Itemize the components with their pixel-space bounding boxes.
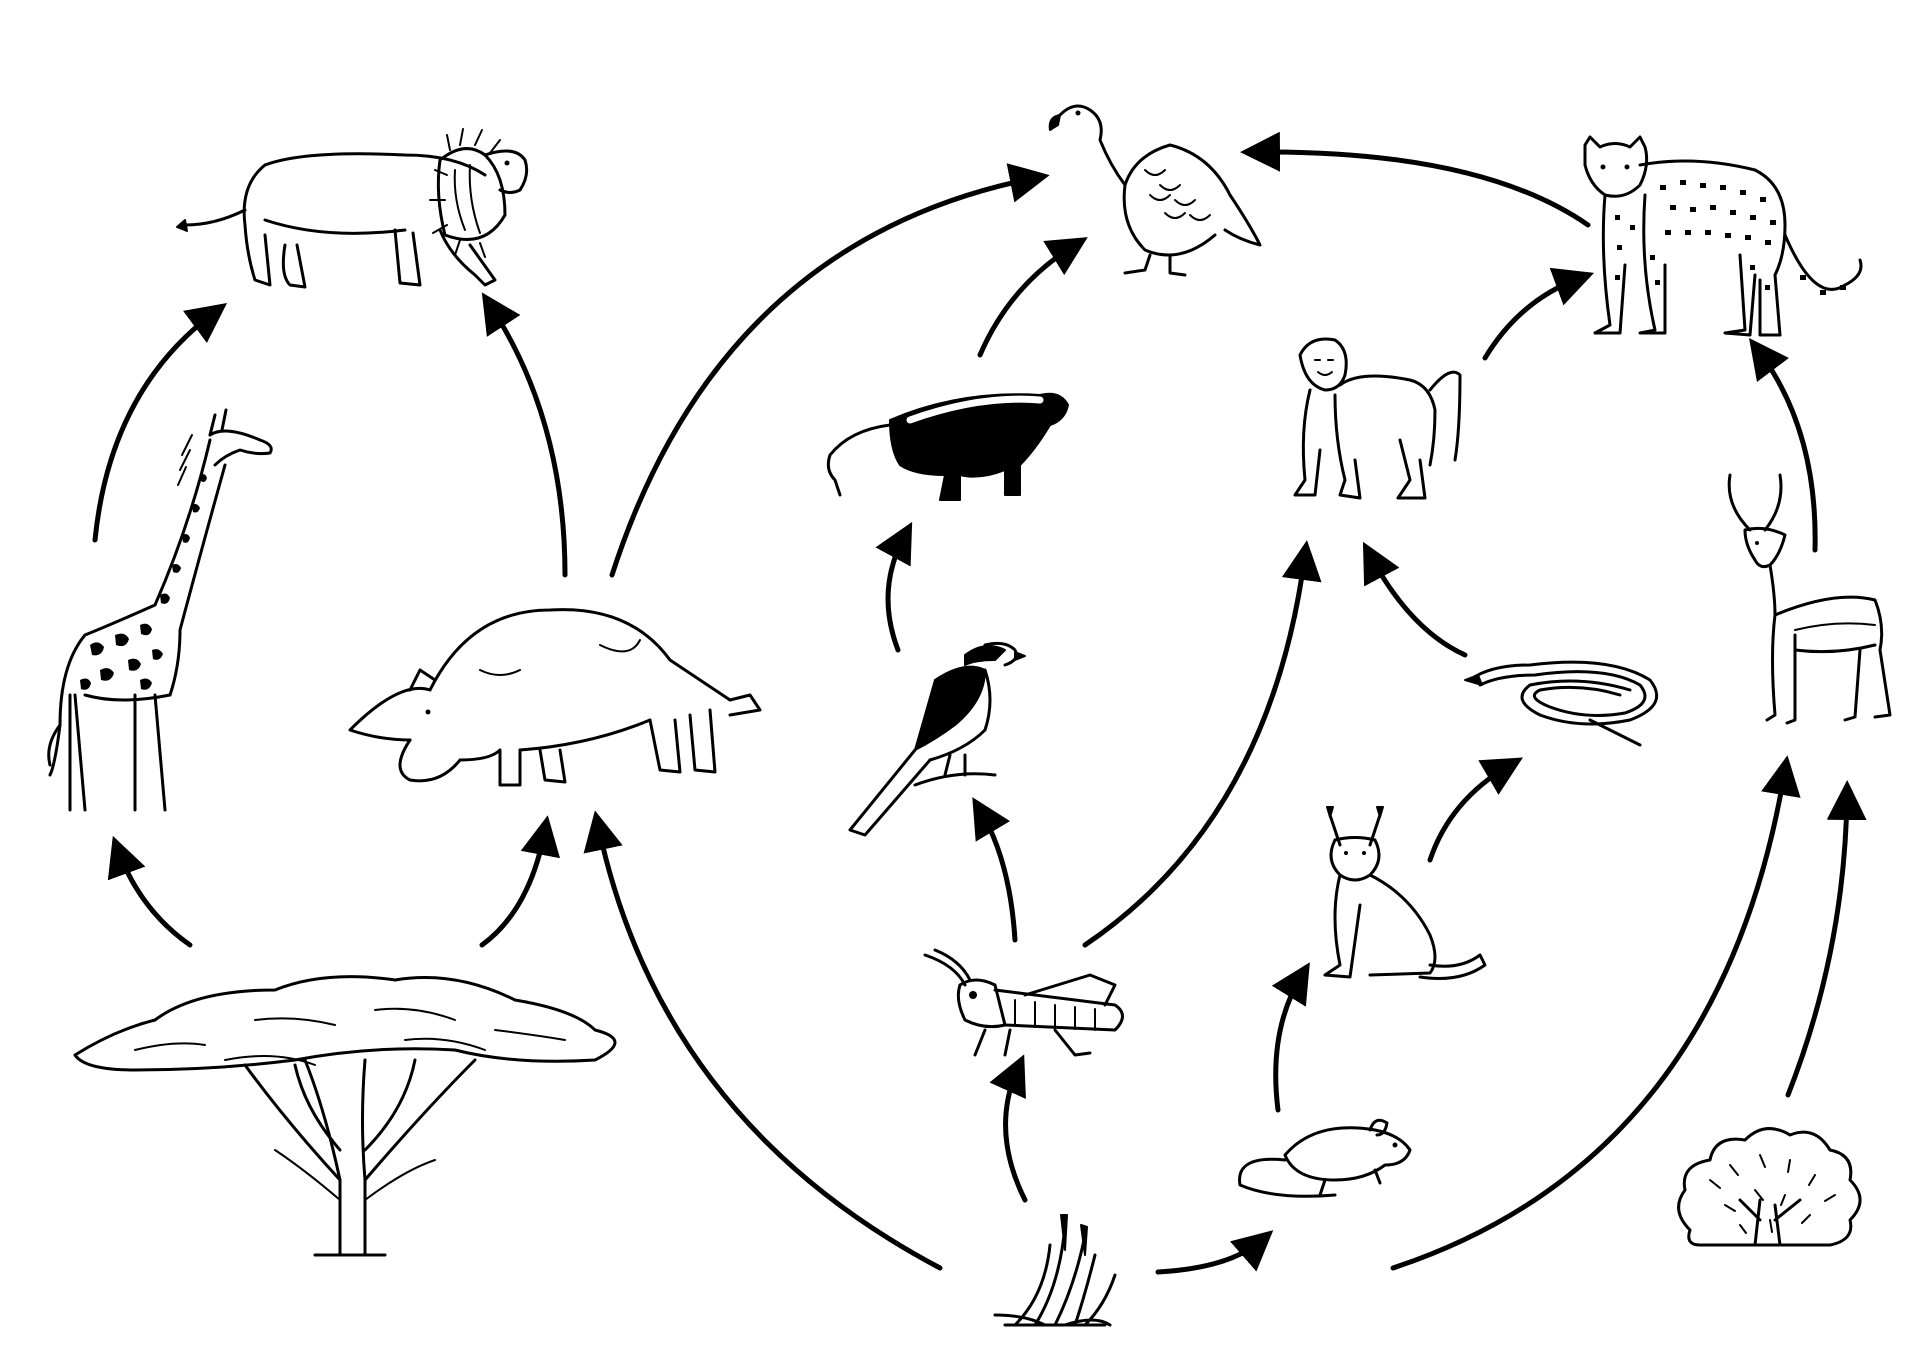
snake-icon — [1464, 660, 1659, 747]
rhinoceros-icon — [348, 608, 762, 787]
arrow-acacia-to-rhinoceros — [479, 815, 561, 948]
arrow-gazelle-to-cheetah — [1749, 337, 1818, 553]
caracal-icon — [1323, 806, 1487, 980]
arrow-rhinoceros-to-lion — [481, 292, 568, 578]
arrow-shrike-to-honey-badger — [875, 521, 913, 653]
grasshopper-icon — [923, 948, 1124, 1057]
arrow-honey-badger-to-vulture — [977, 237, 1088, 358]
arrow-acacia-to-giraffe — [107, 835, 193, 948]
arrows-layer — [92, 131, 1867, 1275]
shrub-icon — [1677, 1127, 1862, 1247]
gazelle-icon — [1727, 473, 1892, 725]
shrike-bird-icon — [848, 641, 1026, 837]
arrow-mouse-to-caracal — [1271, 962, 1310, 1113]
mouse-icon — [1238, 1118, 1412, 1198]
arrow-grass-to-rhinoceros — [583, 810, 943, 1271]
arrow-caracal-to-snake — [1427, 757, 1523, 863]
arrow-snake-to-baboon — [1362, 541, 1468, 658]
grass-icon — [993, 1214, 1117, 1327]
arrow-grass-to-gazelle — [1390, 755, 1801, 1271]
honey-badger-icon — [826, 392, 1069, 501]
giraffe-icon — [47, 408, 273, 812]
vulture-icon — [1048, 104, 1262, 277]
arrow-cheetah-to-vulture — [1240, 131, 1591, 228]
arrow-grass-to-mouse — [1155, 1230, 1274, 1275]
arrow-grasshopper-to-shrike — [972, 797, 1018, 943]
arrow-grass-to-grasshopper — [989, 1054, 1028, 1203]
arrow-grasshopper-to-baboon — [1082, 540, 1322, 948]
lion-icon — [176, 128, 529, 289]
cheetah-icon — [1583, 135, 1863, 337]
arrow-rhinoceros-to-vulture — [609, 163, 1050, 578]
arrow-shrub-to-gazelle — [1785, 780, 1867, 1098]
arrow-giraffe-to-lion — [92, 303, 228, 543]
arrow-baboon-to-cheetah — [1482, 267, 1595, 361]
baboon-icon — [1293, 337, 1462, 500]
acacia-tree-icon — [73, 975, 617, 1257]
